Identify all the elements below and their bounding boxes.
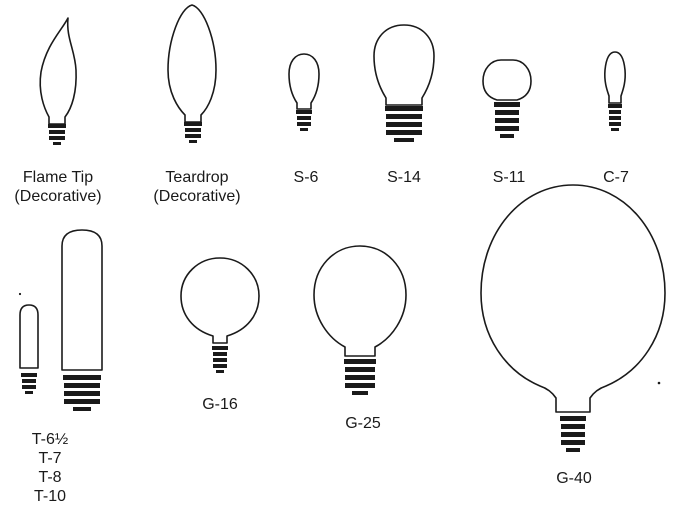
- tubular-label: T-8: [38, 469, 62, 486]
- s6-bulb: [288, 53, 320, 131]
- c7-bulb: [604, 51, 626, 131]
- flame-tip-name: Flame Tip: [22, 169, 94, 186]
- s11-bulb: [482, 59, 532, 138]
- flame-tip-bulb: [39, 17, 77, 145]
- tubular-label: T-10: [33, 488, 66, 505]
- teardrop-bulb: [167, 4, 217, 143]
- flame-tip-label: Flame Tip (Decorative): [14, 168, 101, 206]
- teardrop-name: Teardrop: [165, 169, 229, 186]
- tubular-large-bulb: [61, 229, 103, 411]
- c7-label: C-7: [603, 169, 629, 186]
- g25-bulb: [313, 245, 407, 395]
- tubular-label: T-6½: [31, 431, 69, 448]
- flame-tip-subtitle: (Decorative): [14, 188, 102, 205]
- tubular-label: T-7: [38, 450, 62, 467]
- s11-base: [494, 102, 520, 138]
- tubular-small-base: [21, 373, 37, 394]
- g40-base: [560, 416, 586, 452]
- s14-bulb: [373, 24, 435, 142]
- tubular-large-base: [63, 375, 101, 411]
- g40-label: G-40: [556, 470, 592, 487]
- g16-label: G-16: [202, 396, 238, 413]
- speck-dot: [657, 381, 661, 385]
- s14-base: [385, 106, 423, 142]
- g25-label: G-25: [345, 415, 381, 432]
- speck-dot: [18, 292, 22, 296]
- teardrop-label: Teardrop (Decorative): [153, 168, 240, 206]
- s6-base: [296, 110, 312, 131]
- g40-bulb: [480, 184, 666, 452]
- s6-label: S-6: [293, 169, 319, 186]
- s14-label: S-14: [387, 169, 421, 186]
- g16-base: [212, 346, 228, 373]
- s11-label: S-11: [492, 169, 526, 186]
- teardrop-subtitle: (Decorative): [153, 188, 241, 205]
- teardrop-base: [184, 122, 202, 143]
- g25-base: [344, 359, 376, 395]
- tubular-small-bulb: [19, 304, 39, 394]
- flame-tip-base: [48, 124, 66, 145]
- g16-bulb: [180, 257, 260, 373]
- tubular-labels: T-6½ T-7 T-8 T-10: [32, 430, 68, 506]
- c7-base: [608, 104, 622, 131]
